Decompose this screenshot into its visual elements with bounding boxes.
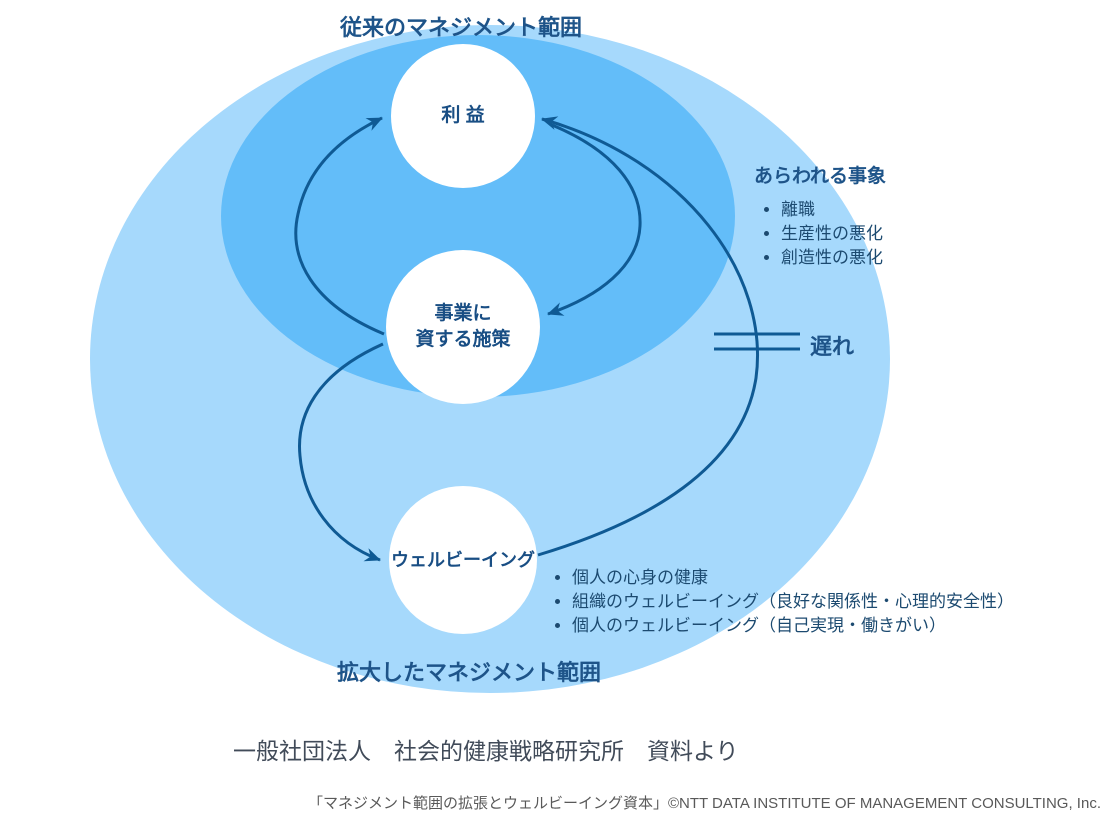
expanded-scope-label: 拡大したマネジメント範囲 <box>337 660 602 685</box>
business-measures-node: 事業に 資する施策 <box>386 250 540 404</box>
profit-node: 利 益 <box>391 44 535 188</box>
phenomena-item: 離職 <box>781 198 1084 222</box>
wellbeing-point-item: 組織のウェルビーイング（良好な関係性・心理的安全性） <box>572 590 1085 614</box>
wellbeing-node: ウェルビーイング <box>389 486 537 634</box>
phenomena-item: 生産性の悪化 <box>781 222 1084 246</box>
phenomena-item: 創造性の悪化 <box>781 246 1084 270</box>
business-measures-node-label: 事業に 資する施策 <box>415 303 511 350</box>
wellbeing-point-item: 個人のウェルビーイング（自己実現・働きがい） <box>572 614 1085 638</box>
phenomena-heading: あらわれる事象 <box>754 166 887 187</box>
phenomena-list: 離職 生産性の悪化 創造性の悪化 <box>754 198 1084 270</box>
phenomena-block: あらわれる事象 離職 生産性の悪化 創造性の悪化 <box>754 161 1084 270</box>
delay-label: 遅れ <box>810 334 855 359</box>
profit-node-label: 利 益 <box>441 105 485 126</box>
wellbeing-points-block: 個人の心身の健康 組織のウェルビーイング（良好な関係性・心理的安全性） 個人のウ… <box>545 566 1085 638</box>
source-attribution-text: 一般社団法人 社会的健康戦略研究所 資料より <box>233 738 739 764</box>
traditional-scope-label: 従来のマネジメント範囲 <box>340 15 583 40</box>
wellbeing-point-item: 個人の心身の健康 <box>572 566 1085 590</box>
copyright-text: 「マネジメント範囲の拡張とウェルビーイング資本」©NTT DATA INSTIT… <box>307 795 1101 812</box>
wellbeing-points-list: 個人の心身の健康 組織のウェルビーイング（良好な関係性・心理的安全性） 個人のウ… <box>545 566 1085 638</box>
wellbeing-node-label: ウェルビーイング <box>391 550 535 570</box>
